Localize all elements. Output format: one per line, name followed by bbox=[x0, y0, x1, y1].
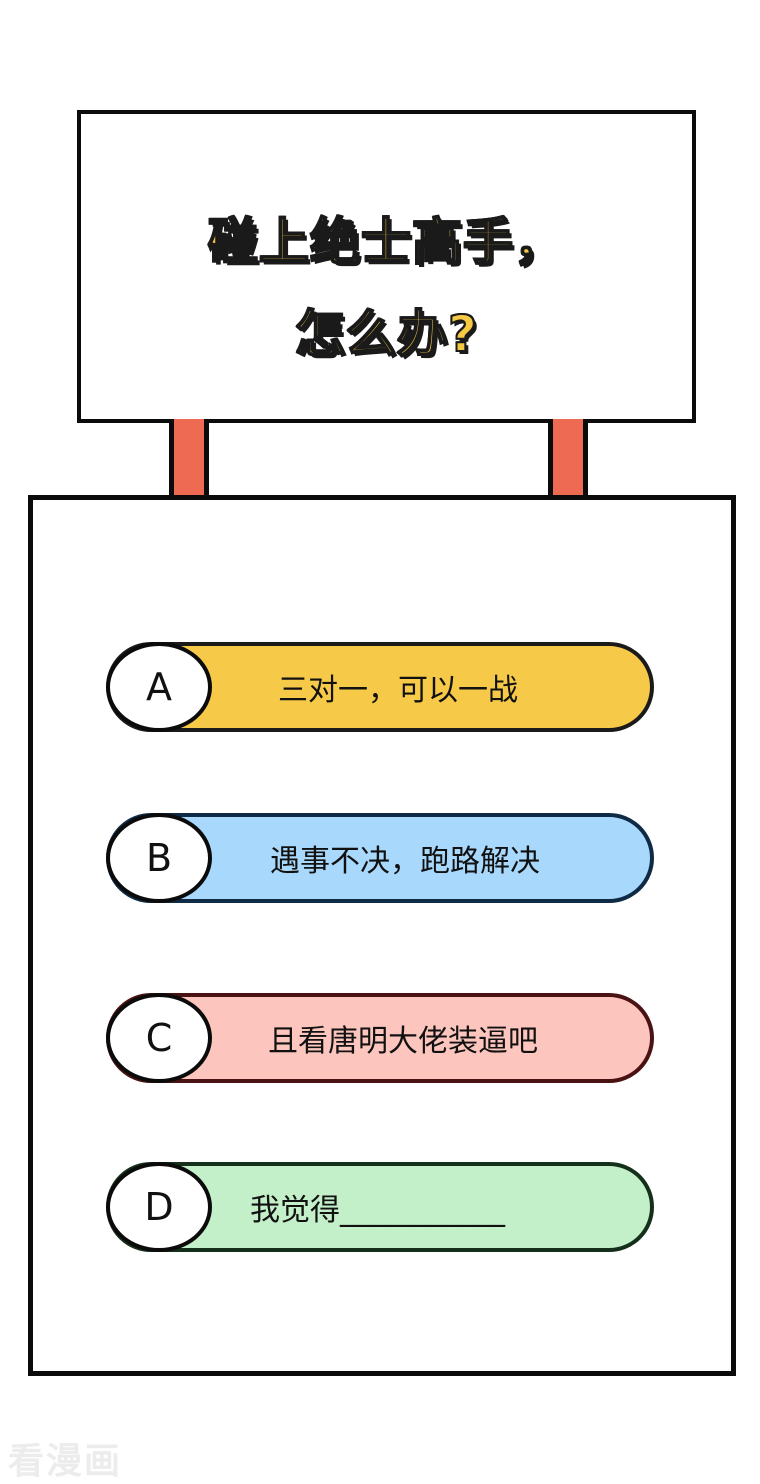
option-b[interactable]: B 遇事不决，跑路解决 bbox=[106, 813, 654, 903]
question-sign: 碰上绝士高手， 怎么办? bbox=[77, 110, 696, 423]
watermark-logo: 看漫画 bbox=[8, 1441, 123, 1482]
option-d-label: 我觉得___________ bbox=[250, 1193, 505, 1228]
sign-post-left bbox=[169, 419, 209, 497]
option-a[interactable]: A 三对一，可以一战 bbox=[106, 642, 654, 732]
question-title-line1: 碰上绝士高手， bbox=[207, 212, 565, 272]
option-a-letter-badge: A bbox=[106, 642, 212, 732]
option-d-letter-badge: D bbox=[106, 1162, 212, 1252]
option-b-letter-badge: B bbox=[106, 813, 212, 903]
option-c-label: 且看唐明大佬装逼吧 bbox=[268, 1024, 538, 1059]
option-c-letter-badge: C bbox=[106, 993, 212, 1083]
option-b-label: 遇事不决，跑路解决 bbox=[270, 844, 540, 879]
option-a-label: 三对一，可以一战 bbox=[278, 673, 518, 708]
option-d[interactable]: D 我觉得___________ bbox=[106, 1162, 654, 1252]
option-c[interactable]: C 且看唐明大佬装逼吧 bbox=[106, 993, 654, 1083]
sign-post-right bbox=[548, 419, 588, 497]
question-title-line2: 怎么办? bbox=[294, 304, 478, 364]
